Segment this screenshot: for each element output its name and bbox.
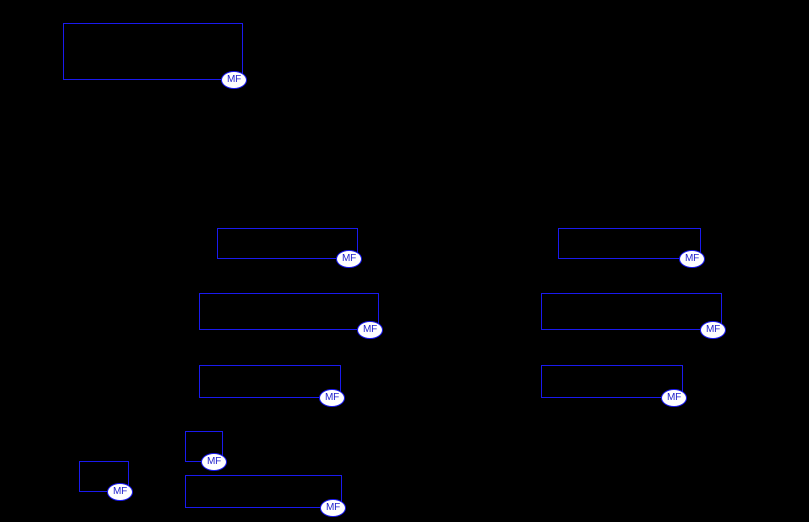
mf-badge-label: MF (362, 324, 378, 335)
mf-badge-label: MF (226, 74, 242, 85)
mf-badge-icon[interactable]: MF (661, 389, 687, 407)
diagram-node[interactable] (541, 293, 722, 330)
mf-badge-label: MF (666, 392, 682, 403)
diagram-node[interactable] (63, 23, 243, 80)
diagram-node[interactable] (79, 461, 129, 492)
mf-badge-label: MF (324, 392, 340, 403)
diagram-node[interactable] (558, 228, 701, 259)
mf-badge-icon[interactable]: MF (319, 389, 345, 407)
mf-badge-label: MF (684, 253, 700, 264)
mf-badge-icon[interactable]: MF (221, 71, 247, 89)
mf-badge-label: MF (206, 456, 222, 467)
mf-badge-label: MF (705, 324, 721, 335)
mf-badge-icon[interactable]: MF (336, 250, 362, 268)
mf-badge-icon[interactable]: MF (357, 321, 383, 339)
mf-badge-icon[interactable]: MF (201, 453, 227, 471)
mf-badge-icon[interactable]: MF (107, 483, 133, 501)
diagram-node[interactable] (541, 365, 683, 398)
diagram-node[interactable] (185, 475, 342, 508)
diagram-node[interactable] (217, 228, 358, 259)
mf-badge-icon[interactable]: MF (700, 321, 726, 339)
mf-badge-label: MF (325, 502, 341, 513)
mf-badge-label: MF (112, 486, 128, 497)
mf-badge-icon[interactable]: MF (679, 250, 705, 268)
mf-badge-icon[interactable]: MF (320, 499, 346, 517)
mf-badge-label: MF (341, 253, 357, 264)
diagram-node[interactable] (199, 293, 379, 330)
diagram-node[interactable] (199, 365, 341, 398)
